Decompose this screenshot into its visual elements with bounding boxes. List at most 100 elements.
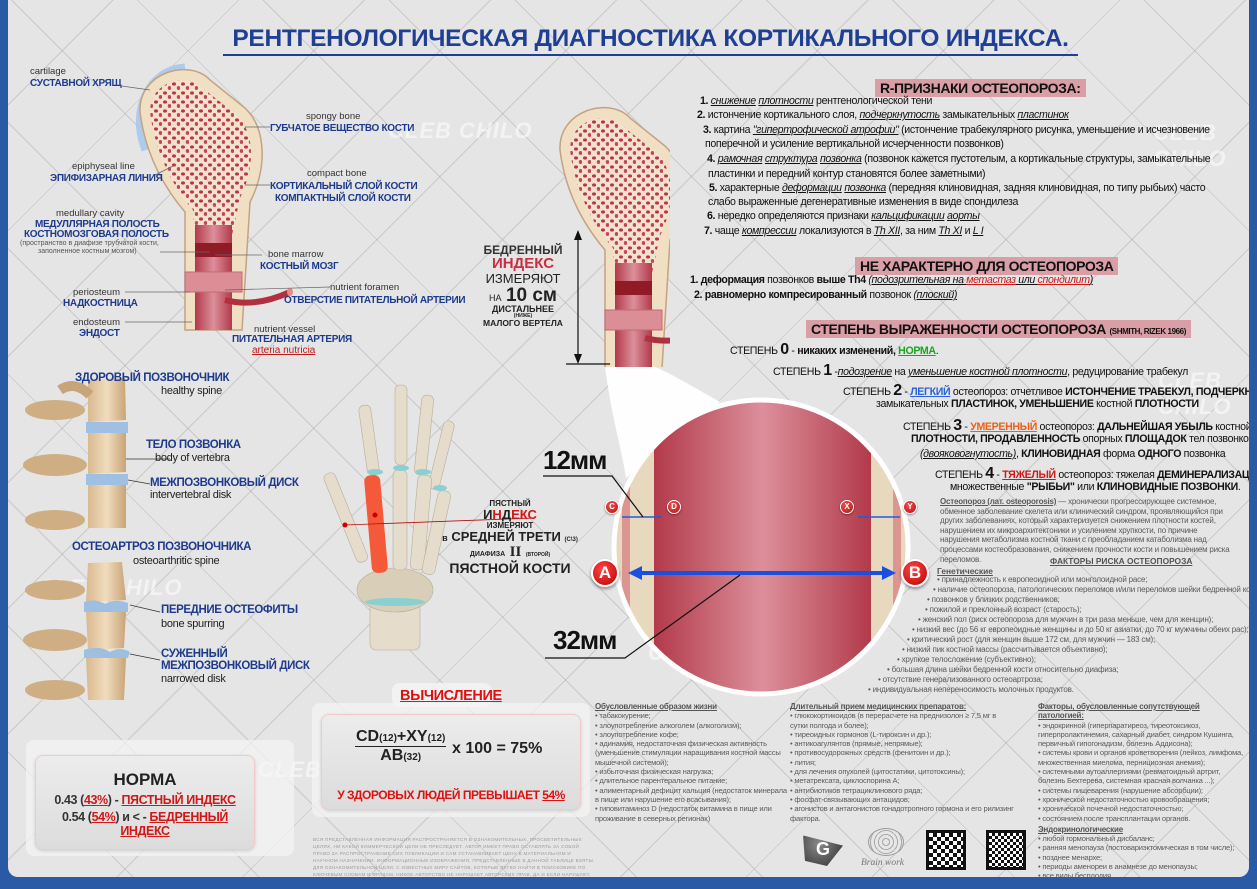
label-vessel-en: nutrient vessel [254,324,316,335]
calc-tab [392,683,492,707]
degree-item: СТЕПЕНЬ 0 - никаких изменений, НОРМА. [730,341,939,359]
femoral-index-l3: ИЗМЕРЯЮТ [485,271,561,286]
genetic-factor: • хрупкое телосложение (субъективно); [897,655,1036,664]
point-c: C [605,500,619,514]
seg: Е [511,507,520,523]
genetic-factor: • критический рост (для женщин выше 172 … [907,635,1155,644]
seg: Н [492,507,502,523]
text-segment: , редуцирование трабекул [1067,366,1188,378]
disclaimer: Вся представленная информация распростра… [313,837,593,877]
label-cartilage-en: cartilage [30,66,66,77]
label-marrow-ru: КОСТНЫЙ МОЗГ [260,261,339,272]
risk-factor-item: антибиотиков тетрациклинового ряда; [790,786,1015,795]
text-segment: УМЕРЕННЫЙ [970,421,1037,433]
seg: (ВТОРОЙ) [525,552,551,559]
pathology-list: эндокринной (гиперпаратиреоз, тиреотокси… [1038,721,1246,823]
text-segment: 3. [703,124,714,136]
r-sign-item: слабо выраженные дегенеративные изменени… [708,196,1018,208]
text-segment: опорных [1080,433,1125,445]
text-segment: НОРМА [898,345,936,357]
hand-skeleton-illustration [323,384,536,651]
genetic-factor: • низкий вес (до 56 кг европеоидные женщ… [912,625,1249,634]
risk-factor-item: тиреоидных гормонов (L-тироксин и др.); [790,730,1015,739]
text-segment: 2. [697,109,708,121]
r-sign-item: 3. картина "гипертрофической атрофии" (и… [703,124,1210,136]
metacarpal-index-note: ПЯСТНЫЙ ИНДЕКС ИЗМЕРЯЮТ в СРЕДНЕЙ ТРЕТИ … [440,499,580,576]
drugs-list: глюкокортикоидов (в перерасчете на предн… [790,711,1015,823]
text-segment: ТЯЖЕЛЫЙ [1002,469,1056,481]
label-medullary-ru-1: МЕДУЛЛЯРНАЯ ПОЛОСТЬ [35,219,160,230]
text-segment: "гипертрофической атрофии" [752,124,899,136]
text-segment: 6. [707,210,718,222]
risk-factor-item: лития; [790,758,1015,767]
label-vertebra-body-ru: ТЕЛО ПОЗВОНКА [146,439,241,451]
text-segment: рентгенологической тени [813,95,933,107]
text-segment: - [831,366,838,378]
label-vertebra-body-en: body of vertebra [155,452,230,464]
text-segment: — хронически прогрессирующее системное, … [940,497,1230,564]
label-oa-spine-en: osteoarthritic spine [133,555,220,567]
seg: II [509,544,522,561]
label-medullary-en: medullary cavity [56,208,125,219]
mc-index-l5: ДИАФИЗА II (ВТОРОЙ) [440,544,580,561]
text-segment: деформации [781,182,842,194]
watermark: CLEB CHILO [1158,368,1232,419]
text-segment: ) и < - [115,810,150,824]
label-narrow-en: narrowed disk [161,673,226,685]
point-d: D [667,500,681,514]
degree-item: СТЕПЕНЬ 4 - ТЯЖЕЛЫЙ остеопороз: тяжелая … [935,465,1249,483]
text-segment: КЛИНОВИДНАЯ [1021,448,1101,460]
brain-work-label: Brain work [861,858,905,868]
femoral-index-na: НА [488,293,502,303]
genetic-factor: • отсутствие генерализованного остеоартр… [878,675,1043,684]
text-segment: поперечной и усиление вертикальной исчер… [705,138,1004,150]
lifestyle-header: Обусловленные образом жизни [595,702,717,711]
text-segment: ДЕМИНЕРАЛИЗАЦИЯ [1157,469,1249,481]
femoral-index-l6: (НИЖЕ) [513,313,533,319]
text-segment: - [993,469,1003,481]
risk-factor-item: любой гормональный дисбаланс; [1038,834,1246,843]
seg: AB [380,746,404,764]
norm-line-1: 0.43 (43%) - ПЯСТНЫЙ ИНДЕКС [36,793,254,807]
brain-icon [868,828,904,856]
r-sign-item: 4. рамочная структура позвонка (позвонок… [707,153,1211,165]
label-vessel-ru: ПИТАТЕЛЬНАЯ АРТЕРИЯ [232,334,352,345]
seg: (С\3) [564,537,578,544]
mc-index-l2: ИНДЕКС [440,508,580,522]
text-segment: Th XII [873,225,901,237]
r-sign-item: 6. нередко определяются признаки кальциф… [707,210,980,222]
text-segment: структура [764,153,818,165]
text-segment: снижение [710,95,756,107]
drugs-column: Длительный прием медицинских препаратов:… [790,702,1015,823]
label-endosteum-ru: ЭНДОСТ [79,328,120,339]
label-cartilage-ru: СУСТАВНОЙ ХРЯЩ [30,78,122,89]
point-x: X [840,500,854,514]
r-sign-item: 7. чаще компрессии локализуются в Th XII… [704,225,984,237]
genetic-factor: • наличие остеопороза, патологических пе… [933,585,1249,594]
femoral-index-l5: ДИСТАЛЬНЕЕ [492,304,554,314]
text-segment: или [1074,481,1097,493]
text-segment: 4 [985,465,994,482]
seg: в [442,533,448,544]
label-spur-ru: ПЕРЕДНИЕ ОСТЕОФИТЫ [161,604,298,616]
genetic-factor: • индивидуальная непереносимость молочны… [868,685,1074,694]
seg: СРЕДНЕЙ ТРЕТИ [451,529,561,545]
text-segment: позвонка [819,153,862,165]
osteoporosis-definition: Остеопороз (лат. osteoporosis) — хрониче… [940,497,1238,564]
label-endosteum-en: endosteum [73,317,121,328]
text-segment: замыкательных [876,398,951,410]
text-segment: локализуются в [796,225,874,237]
formula-denominator: AB(32) [355,747,446,765]
text-segment: картина [713,124,753,136]
text-segment: ПЛОТНОСТИ, ПРОДАВЛЕННОСТЬ [911,433,1080,445]
text-segment: позвонка [844,182,886,194]
femoral-index-note: БЕДРЕННЫЙ ИНДЕКС ИЗМЕРЯЮТ НА 10 см ДИСТА… [478,244,568,328]
degree-item: СТЕПЕНЬ 1 -подозрение на уменьшение кост… [773,362,1188,380]
text-segment: (двояковогнутость) [920,448,1016,460]
formula-fraction: CD(12)+XY(12) AB(32) [355,728,447,765]
label-spongy-ru: ГУБЧАТОЕ ВЕЩЕСТВО КОСТИ [270,123,415,134]
label-epiphyseal-en: epiphyseal line [72,161,135,172]
text-segment: 0.43 ( [54,793,84,807]
calc-note-text: У ЗДОРОВЫХ ЛЮДЕЙ ПРЕВЫШАЕТ [337,788,543,802]
mc-index-l3: ИЗМЕРЯЮТ [486,521,534,531]
